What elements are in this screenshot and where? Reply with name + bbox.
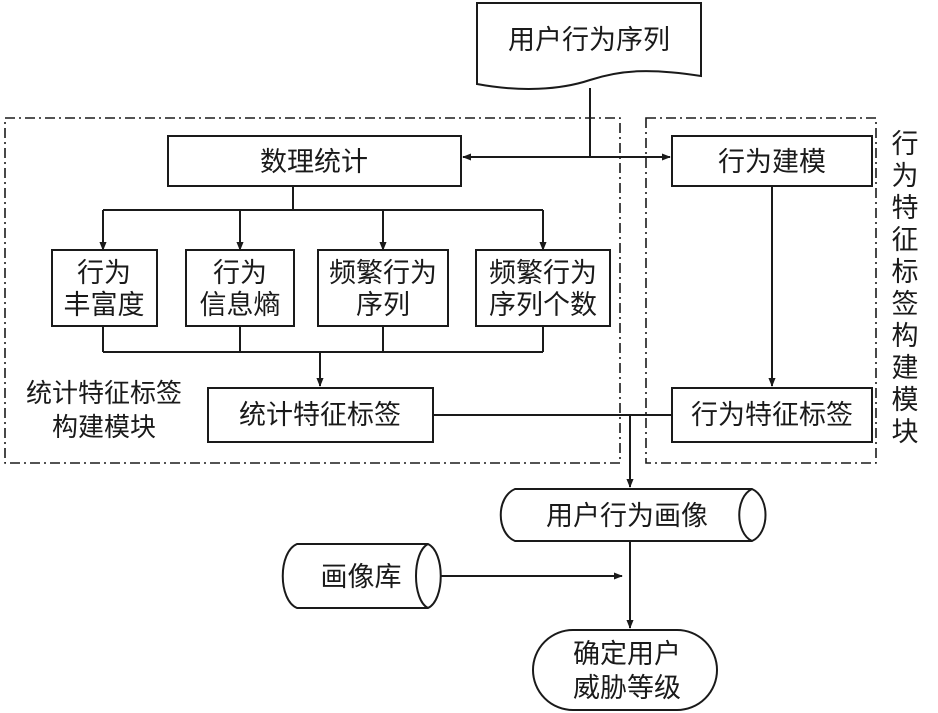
behavior-module-char: 块 [892,417,919,448]
behavior-module-label-bg [886,124,926,460]
freq-count-node: 频繁行为 序列个数 [475,249,611,327]
entropy-line1: 行为 [213,258,267,289]
behavior-module-char: 特 [892,193,919,224]
source-node: 用户行为序列 [476,2,702,90]
richness-line2: 丰富度 [64,290,145,321]
stats-node: 数理统计 [167,135,462,187]
stats-box [167,135,462,187]
freq-seq-line2: 序列 [356,290,410,321]
freq-count-line1: 频繁行为 [489,258,597,289]
behavior-model-box [671,135,873,187]
behavior-module-char: 征 [892,225,919,256]
threat-level-node: 确定用户 威胁等级 [532,629,718,711]
behavior-label-box [671,387,873,443]
richness-node: 行为 丰富度 [51,249,158,327]
behavior-model-label: 行为建模 [718,147,826,178]
stat-label-node: 统计特征标签 [207,387,434,443]
behavior-module-label: 行 为 特 征 标 签 构 建 模 块 [886,124,926,460]
freq-seq-node: 频繁行为 序列 [317,249,449,327]
behavior-module-char: 模 [892,385,919,416]
profile-db-label: 画像库 [321,562,402,593]
entropy-line2: 信息熵 [200,290,281,321]
stat-label-text: 统计特征标签 [239,400,401,431]
freq-count-line2: 序列个数 [489,290,597,321]
stat-module-frame [4,117,621,464]
source-label: 用户行为序列 [508,25,670,56]
freq-seq-box [317,249,449,327]
stat-module-label: 统计特征标签 构建模块 [10,372,200,444]
behavior-module-frame [645,117,877,464]
entropy-box [185,249,295,327]
threat-level-line1: 确定用户 [573,639,681,670]
stat-module-label-bg [10,372,200,444]
behavior-label-node: 行为特征标签 [671,387,873,443]
stat-module-line2: 构建模块 [52,413,156,443]
freq-seq-line1: 频繁行为 [329,258,437,289]
profile-db-node: 画像库 [281,543,442,609]
behavior-module-char: 标 [892,257,919,288]
behavior-module-char: 行 [892,129,919,160]
threat-level-line2: 威胁等级 [573,673,681,704]
connectors [99,88,776,629]
behavior-label-text: 行为特征标签 [691,400,853,431]
behavior-model-node: 行为建模 [671,135,873,187]
behavior-module-char: 构 [892,321,919,352]
behavior-module-char: 签 [892,289,919,320]
freq-count-box [475,249,611,327]
user-profile-node: 用户行为画像 [499,488,767,542]
terminal-shape [532,629,718,711]
behavior-module-char: 建 [892,353,919,384]
behavior-module-char: 为 [892,161,919,192]
stored-data-inner-arc [415,543,429,609]
richness-box [51,249,158,327]
richness-line1: 行为 [77,258,131,289]
stat-module-line1: 统计特征标签 [26,379,182,409]
stat-label-box [207,387,434,443]
stored-data-inner-arc [738,488,753,542]
user-profile-label: 用户行为画像 [546,501,708,532]
entropy-node: 行为 信息熵 [185,249,295,327]
stats-label: 数理统计 [260,147,368,178]
document-shape [476,2,702,90]
